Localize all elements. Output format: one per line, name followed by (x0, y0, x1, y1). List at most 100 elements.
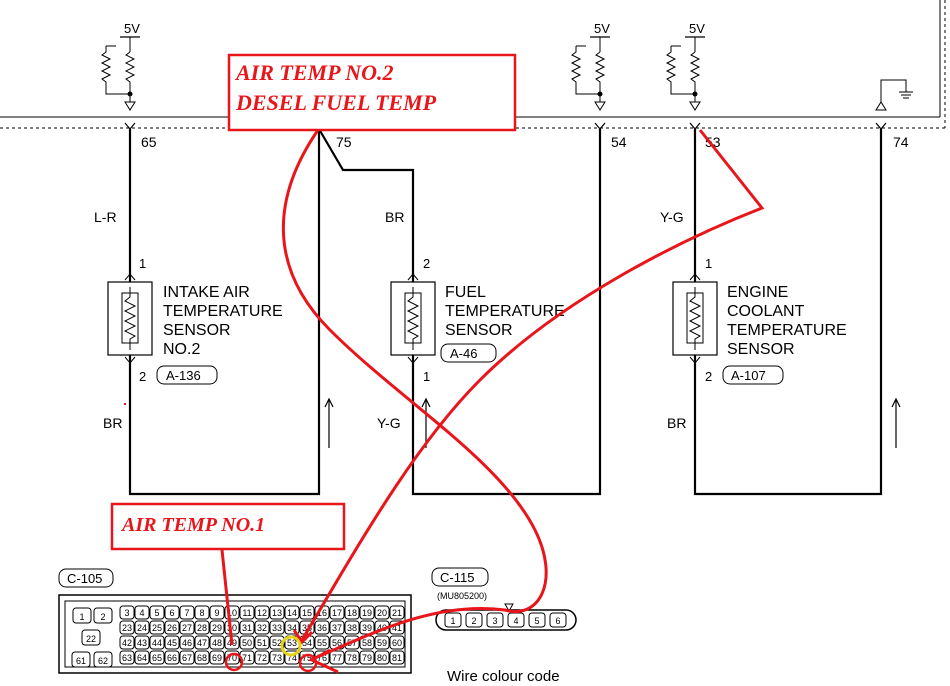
lock-tab-icon (504, 603, 514, 613)
connector-pin: 4 (134, 605, 150, 620)
connector-pin: 29 (209, 620, 225, 635)
connector-pin: 39 (359, 620, 375, 635)
connector-pin-label: 59 (377, 638, 387, 648)
connector-pin: 33 (269, 620, 285, 635)
callout-box-bottom (110, 502, 346, 551)
connector-pin-label: 17 (332, 608, 342, 618)
connector-part-number: (MU805200) (437, 591, 487, 601)
connector-pin: 79 (359, 650, 375, 665)
connector-pin-label: 68 (197, 653, 207, 663)
connector-pin-label: 5 (154, 608, 159, 618)
connector-pin-label: 58 (362, 638, 372, 648)
ecu-pin-75: 75 (336, 134, 352, 150)
connector-pin-label: 9 (214, 608, 219, 618)
connector-pin: 72 (254, 650, 270, 665)
connector-pin: 52 (269, 635, 285, 650)
connector-pin-label: 47 (197, 638, 207, 648)
connector-pin: 14 (284, 605, 300, 620)
pullup-group-53: 5V (665, 21, 705, 111)
connector-pin-label: 33 (272, 623, 282, 633)
callout-air-temp-no1: AIR TEMP NO.1 (120, 514, 265, 536)
trace-pin75-curve (282, 129, 548, 662)
connector-pin-label: 20 (377, 608, 387, 618)
connector-pin-label: 24 (137, 623, 147, 633)
connector-pin: 31 (239, 620, 255, 635)
connector-pin: 3 (486, 612, 504, 628)
connector-id: A-136 (166, 368, 201, 383)
connector-pin: 12 (254, 605, 270, 620)
connector-pin-label: 13 (272, 608, 282, 618)
connector-pin: 36 (314, 620, 330, 635)
connector-pin-label: 60 (392, 638, 402, 648)
connector-pin-label: 5 (534, 616, 539, 626)
connector-pin-label: 61 (76, 656, 86, 666)
connector-pin-label: 29 (212, 623, 222, 633)
wire-coolant-return (693, 129, 883, 496)
connector-pin: 5 (149, 605, 165, 620)
resistor-icon (594, 51, 606, 94)
sensor-name-line: ENGINE (727, 284, 788, 301)
connector-pin: 42 (119, 635, 135, 650)
connector-pin-label: 28 (197, 623, 207, 633)
highlight-pin-75 (298, 653, 318, 673)
sensor-name-line: SENSOR (163, 322, 231, 339)
connector-pin: 50 (239, 635, 255, 650)
connector-pin: 59 (374, 635, 390, 650)
connector-pin: 63 (119, 650, 135, 665)
connector-pin-label: 71 (242, 653, 252, 663)
connector-pin-label: 78 (347, 653, 357, 663)
connector-pin: 13 (269, 605, 285, 620)
connector-pin-label: 40 (377, 623, 387, 633)
connector-pin: 66 (164, 650, 180, 665)
resistor-icon (689, 51, 701, 94)
connector-id: A-46 (450, 346, 477, 361)
connector-pin-label: 38 (347, 623, 357, 633)
connector-tag (156, 365, 218, 385)
connector-pin: 21 (389, 605, 405, 620)
connector-pin-label: 53 (287, 638, 297, 648)
connector-pin-label: 50 (242, 638, 252, 648)
connector-pin: 20 (374, 605, 390, 620)
connector-pin-label: 63 (122, 653, 132, 663)
connector-pin-label: 2 (100, 612, 105, 622)
sensor-pin-number: 2 (139, 369, 146, 384)
sensor-name-line: COOLANT (727, 303, 805, 320)
flow-arrows (324, 397, 901, 448)
connector-pin: 47 (194, 635, 210, 650)
connector-tag (440, 343, 497, 363)
sensor-pin-number: 1 (139, 256, 146, 271)
connector-pin-label: 19 (362, 608, 372, 618)
wire-colour-code-label: Wire colour code (447, 668, 560, 685)
connector-pin: 81 (389, 650, 405, 665)
connector-pin-label: 1 (450, 616, 455, 626)
connector-pin: 17 (329, 605, 345, 620)
connector-pin-label: 8 (199, 608, 204, 618)
connector-pin: 64 (134, 650, 150, 665)
connector-pin-label: 52 (272, 638, 282, 648)
connector-pin: 9 (209, 605, 225, 620)
connector-pin: 38 (344, 620, 360, 635)
connector-pin-label: 4 (139, 608, 144, 618)
connector-pin-label: 73 (272, 653, 282, 663)
connector-pin-label: 16 (317, 608, 327, 618)
connector-pin: 2 (465, 612, 483, 628)
wire-colour-label: Y-G (377, 415, 401, 431)
connector-pin: 65 (149, 650, 165, 665)
connector-pin-label: 62 (98, 656, 108, 666)
connector-pin: 19 (359, 605, 375, 620)
sensor-name-line: NO.2 (163, 341, 200, 358)
connector-pin: 32 (254, 620, 270, 635)
connector-pin: 28 (194, 620, 210, 635)
connector-id: C-115 (440, 570, 474, 585)
connector-pin-label: 77 (332, 653, 342, 663)
sensor-name-line: TEMPERATURE (163, 303, 283, 320)
connector-pin-label: 3 (492, 616, 497, 626)
connector-pin-label: 18 (347, 608, 357, 618)
connector-pin: 2 (93, 607, 113, 624)
connector-pin: 60 (389, 635, 405, 650)
connector-housing (58, 594, 412, 674)
connector-pin-label: 30 (227, 623, 237, 633)
wire-colour-label: BR (385, 209, 404, 225)
connector-pin-label: 43 (137, 638, 147, 648)
